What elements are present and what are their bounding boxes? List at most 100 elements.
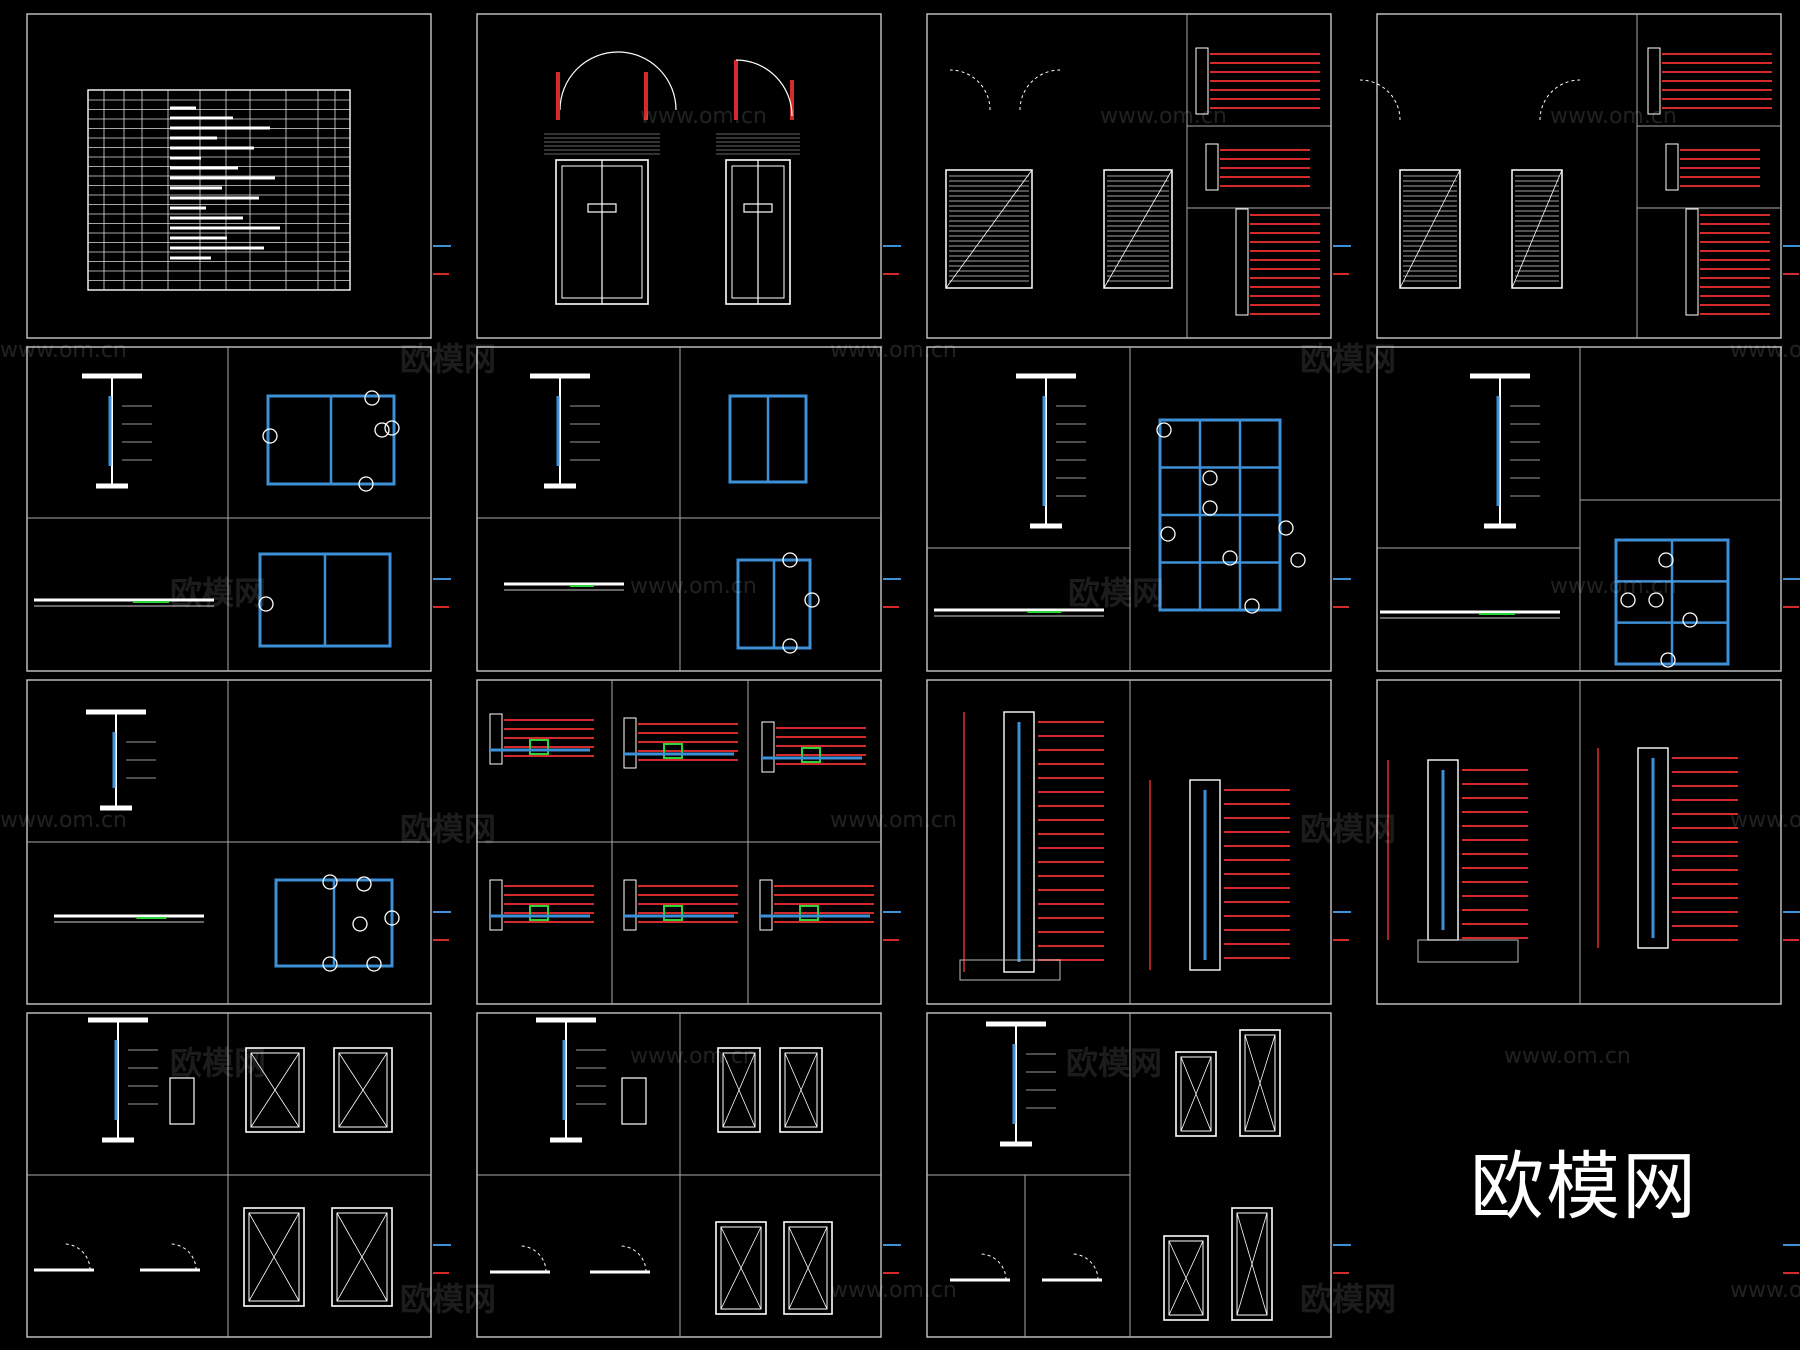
door-elev-a-diagonal bbox=[250, 1052, 300, 1128]
callout-circle-10 bbox=[1202, 470, 1218, 486]
node-detail-0-profile bbox=[489, 713, 503, 765]
watermark-url: www.om.cn bbox=[830, 808, 957, 833]
callout-circle-23 bbox=[356, 876, 372, 892]
watermark-cn: 欧模网 bbox=[400, 1280, 497, 1318]
sheet-frame-8 bbox=[1376, 346, 1782, 672]
door-elev-j-diagonal bbox=[1244, 1034, 1276, 1132]
watermark-url: www.om.cn bbox=[630, 1044, 757, 1069]
callout-circle-14 bbox=[1244, 598, 1260, 614]
watermark-url: www.om.cn bbox=[830, 338, 957, 363]
callout-circle-2 bbox=[374, 422, 390, 438]
louver-door-left-2-diagonal bbox=[1399, 169, 1461, 289]
door-schedule-table bbox=[87, 89, 351, 291]
door-elev-k-diagonal bbox=[1168, 1240, 1204, 1316]
sheet-frame-5 bbox=[26, 346, 432, 672]
sheet-frame-7 bbox=[926, 346, 1332, 672]
door-elev-e bbox=[717, 1047, 761, 1133]
green-gasket-2 bbox=[801, 747, 821, 763]
louver-door-right-2 bbox=[1511, 169, 1563, 289]
door-elev-e-diagonal bbox=[722, 1052, 756, 1128]
louver-door-left-diagonal bbox=[945, 169, 1033, 289]
red-section-detail-profile bbox=[1235, 208, 1249, 316]
door-elev-k bbox=[1163, 1235, 1209, 1321]
callout-circle-17 bbox=[1620, 592, 1636, 608]
watermark-url: www.om.cn bbox=[1730, 338, 1800, 363]
door-elev-l-diagonal bbox=[1236, 1212, 1268, 1316]
node-detail-2-profile bbox=[761, 721, 775, 773]
watermark-url: www.om.cn bbox=[1730, 808, 1800, 833]
watermark-cn: 欧模网 bbox=[1066, 1044, 1163, 1082]
sheet-frame-3 bbox=[926, 13, 1332, 339]
door-elev-j bbox=[1239, 1029, 1281, 1137]
red-head-detail-2-profile bbox=[1647, 47, 1661, 115]
callout-circle-11 bbox=[1202, 500, 1218, 516]
callout-circle-7 bbox=[804, 592, 820, 608]
callout-circle-0 bbox=[262, 428, 278, 444]
door-elev-g bbox=[715, 1221, 767, 1315]
door-elev-i-diagonal bbox=[1180, 1056, 1212, 1132]
callout-circle-24 bbox=[352, 916, 368, 932]
door-elev-b-diagonal bbox=[338, 1052, 388, 1128]
brand-logo-text: 欧模网 bbox=[1470, 1144, 1698, 1230]
watermark-url: www.om.cn bbox=[640, 104, 767, 129]
swing-5 bbox=[1071, 1253, 1099, 1281]
watermark-url: www.om.cn bbox=[1730, 1278, 1800, 1303]
green-gasket-1 bbox=[663, 743, 683, 759]
node-detail-4-profile bbox=[623, 879, 637, 931]
door-elev-a-inner bbox=[250, 1052, 300, 1128]
concrete-base-a bbox=[1417, 939, 1519, 963]
door-elev-h bbox=[783, 1221, 833, 1315]
watermark-cn: 欧模网 bbox=[1300, 340, 1397, 378]
callout-circle-26 bbox=[322, 956, 338, 972]
watermark-cn: 欧模网 bbox=[400, 340, 497, 378]
node-detail-1-profile bbox=[623, 717, 637, 769]
door-elev-i bbox=[1175, 1051, 1217, 1137]
sheet-frame-1 bbox=[26, 13, 432, 339]
node-detail-3-profile bbox=[489, 879, 503, 931]
watermark-url: www.om.cn bbox=[0, 338, 127, 363]
door-elev-h-diagonal bbox=[788, 1226, 828, 1310]
callout-circle-4 bbox=[384, 420, 400, 436]
sheet-frame-6 bbox=[476, 346, 882, 672]
callout-circle-3 bbox=[358, 476, 374, 492]
swing-4 bbox=[979, 1253, 1007, 1281]
watermark-url: www.om.cn bbox=[1504, 1044, 1631, 1069]
watermark-cn: 欧模网 bbox=[170, 574, 267, 612]
door-swing-arc bbox=[559, 51, 619, 111]
door-swing-plan bbox=[1539, 79, 1581, 121]
watermark-url: www.om.cn bbox=[1550, 574, 1677, 599]
concrete-base-b bbox=[959, 959, 1061, 981]
single-door-elevation-handle-plate bbox=[743, 203, 773, 213]
watermark-cn: 欧模网 bbox=[170, 1044, 267, 1082]
louver-door-left-2 bbox=[1399, 169, 1461, 289]
callout-circle-22 bbox=[322, 874, 338, 890]
door-elev-c-inner bbox=[248, 1212, 300, 1302]
callout-circle-20 bbox=[1682, 612, 1698, 628]
callout-circle-5 bbox=[258, 596, 274, 612]
red-section-detail-2-profile bbox=[1685, 208, 1699, 316]
tall-section-d bbox=[1637, 747, 1669, 949]
double-door-elevation-handle-plate bbox=[587, 203, 617, 213]
callout-circle-18 bbox=[1648, 592, 1664, 608]
tall-section-a bbox=[1003, 711, 1035, 973]
door-elev-f-inner bbox=[784, 1052, 818, 1128]
callout-circle-6 bbox=[782, 552, 798, 568]
hatched-block-a bbox=[169, 1077, 195, 1125]
callout-circle-19 bbox=[1658, 552, 1674, 568]
sheet-frames bbox=[26, 13, 1782, 1338]
louver-door-left bbox=[945, 169, 1033, 289]
door-elev-f bbox=[779, 1047, 823, 1133]
red-jamb-detail-profile bbox=[1205, 143, 1219, 191]
door-elev-b bbox=[333, 1047, 393, 1133]
green-gasket-0 bbox=[529, 739, 549, 755]
louver-door-right-2-diagonal bbox=[1511, 169, 1563, 289]
door-elev-f-diagonal bbox=[784, 1052, 818, 1128]
watermark-url: www.om.cn bbox=[1100, 104, 1227, 129]
watermark-cn: 欧模网 bbox=[1300, 810, 1397, 848]
door-elev-d-diagonal bbox=[336, 1212, 388, 1302]
callout-circle-8 bbox=[782, 638, 798, 654]
callout-circle-1 bbox=[364, 390, 380, 406]
watermark-cn: 欧模网 bbox=[1300, 1280, 1397, 1318]
red-jamb-detail-2-profile bbox=[1665, 143, 1679, 191]
green-gasket-4 bbox=[663, 905, 683, 921]
